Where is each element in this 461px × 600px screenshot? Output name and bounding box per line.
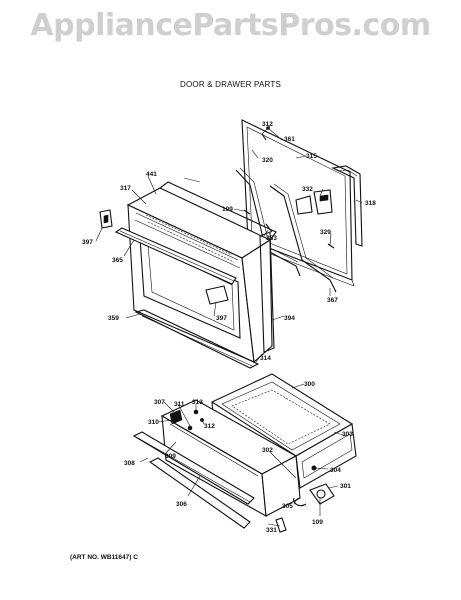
callout-label: 300	[304, 381, 315, 388]
handle-end-cap-right	[205, 285, 229, 305]
callout-label: 303	[342, 431, 353, 438]
callout-label: 302	[262, 447, 273, 454]
callout-label: 332	[302, 186, 313, 193]
callout-label: 394	[284, 315, 295, 322]
callout-label: 301	[340, 483, 351, 490]
door-bottom-trim	[134, 309, 260, 369]
callout-label: 397	[216, 315, 227, 322]
callout-labels: 312 361 320 315 441 317 332 318 109 329 …	[82, 121, 376, 534]
art-number: (ART NO. WB11647) C	[70, 554, 138, 561]
drawer-hardware	[169, 409, 317, 533]
callout-label: 314	[260, 355, 271, 362]
callout-label: 313	[192, 399, 203, 406]
callout-label: 311	[174, 401, 185, 408]
callout-label: 361	[284, 136, 295, 143]
door-side-trim	[259, 231, 275, 353]
callout-label: 309	[165, 453, 176, 460]
callout-label: 317	[120, 185, 131, 192]
callout-label: 367	[327, 297, 338, 304]
hinge-receiver-bracket	[295, 189, 333, 215]
callout-label: 312	[204, 423, 215, 430]
callout-label: 331	[266, 527, 277, 534]
callout-label: 312	[262, 121, 273, 128]
drawer-handle	[132, 431, 255, 529]
callout-label: 320	[262, 157, 273, 164]
handle-end-cap-left	[99, 209, 113, 229]
callout-label: 359	[108, 315, 119, 322]
callout-label: 441	[146, 171, 157, 178]
door-gasket	[331, 165, 363, 247]
callout-label: 304	[330, 467, 341, 474]
callout-label: 306	[176, 501, 187, 508]
callout-label: 365	[112, 257, 123, 264]
callout-label: 329	[320, 229, 331, 236]
callout-label: 305	[282, 503, 293, 510]
diagram-title: DOOR & DRAWER PARTS	[180, 80, 281, 89]
callout-label: 397	[82, 239, 93, 246]
callout-label: 109	[312, 519, 323, 526]
leader-lines	[95, 125, 363, 527]
callout-label: 109	[222, 206, 233, 213]
door-handle	[114, 227, 237, 285]
drawer-roller-bracket	[293, 483, 335, 507]
callout-label: 310	[148, 419, 159, 426]
door-hinge-right	[269, 183, 337, 293]
door-top-trim	[159, 177, 277, 241]
site-watermark: AppliancePartsPros.com	[30, 8, 431, 43]
callout-label: 315	[306, 153, 317, 160]
callout-label: 353	[266, 235, 277, 242]
callout-label: 307	[154, 399, 165, 406]
callout-label: 308	[124, 460, 135, 467]
callout-label: 318	[365, 200, 376, 207]
